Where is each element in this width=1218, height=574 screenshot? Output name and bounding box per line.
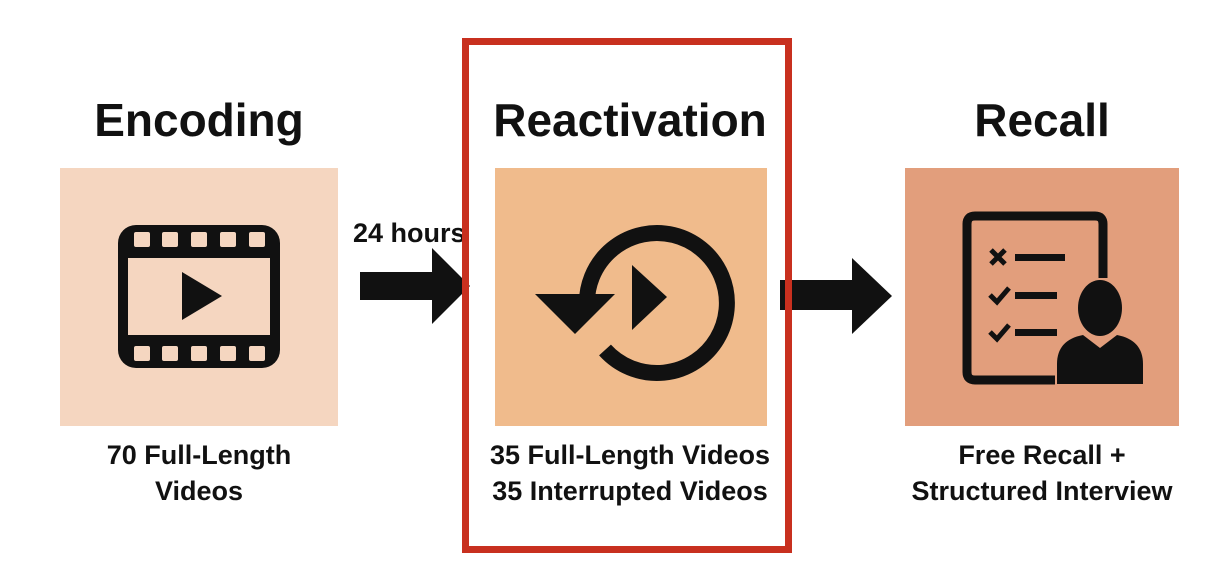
caption-encoding-line-1: 70 Full-Length — [106, 440, 292, 470]
panel-encoding — [60, 168, 338, 426]
caption-recall-line-2: Structured Interview — [911, 476, 1173, 506]
panel-reactivation — [495, 168, 767, 426]
caption-reactivation-line-2: 35 Interrupted Videos — [492, 476, 768, 506]
film-play-icon — [118, 225, 280, 368]
stage-title-recall: Recall — [974, 94, 1110, 146]
caption-recall: Free Recall + Structured Interview — [880, 437, 1204, 509]
stage-title-reactivation: Reactivation — [493, 94, 767, 146]
checklist-person-icon — [962, 211, 1143, 385]
replay-icon — [535, 225, 735, 381]
panel-recall — [905, 168, 1179, 426]
caption-reactivation: 35 Full-Length Videos 35 Interrupted Vid… — [470, 437, 790, 509]
arrow-right-icon — [780, 258, 892, 334]
highlight-box — [462, 38, 792, 553]
arrow-label-24-hours: 24 hours — [353, 218, 466, 248]
stage-title-encoding: Encoding — [94, 94, 304, 146]
caption-encoding: 70 Full-Length Videos — [40, 437, 358, 509]
caption-encoding-line-2: Videos — [154, 476, 244, 506]
arrow-right-icon — [360, 248, 470, 324]
caption-reactivation-line-1: 35 Full-Length Videos — [489, 440, 771, 470]
caption-recall-line-1: Free Recall + — [958, 440, 1126, 470]
